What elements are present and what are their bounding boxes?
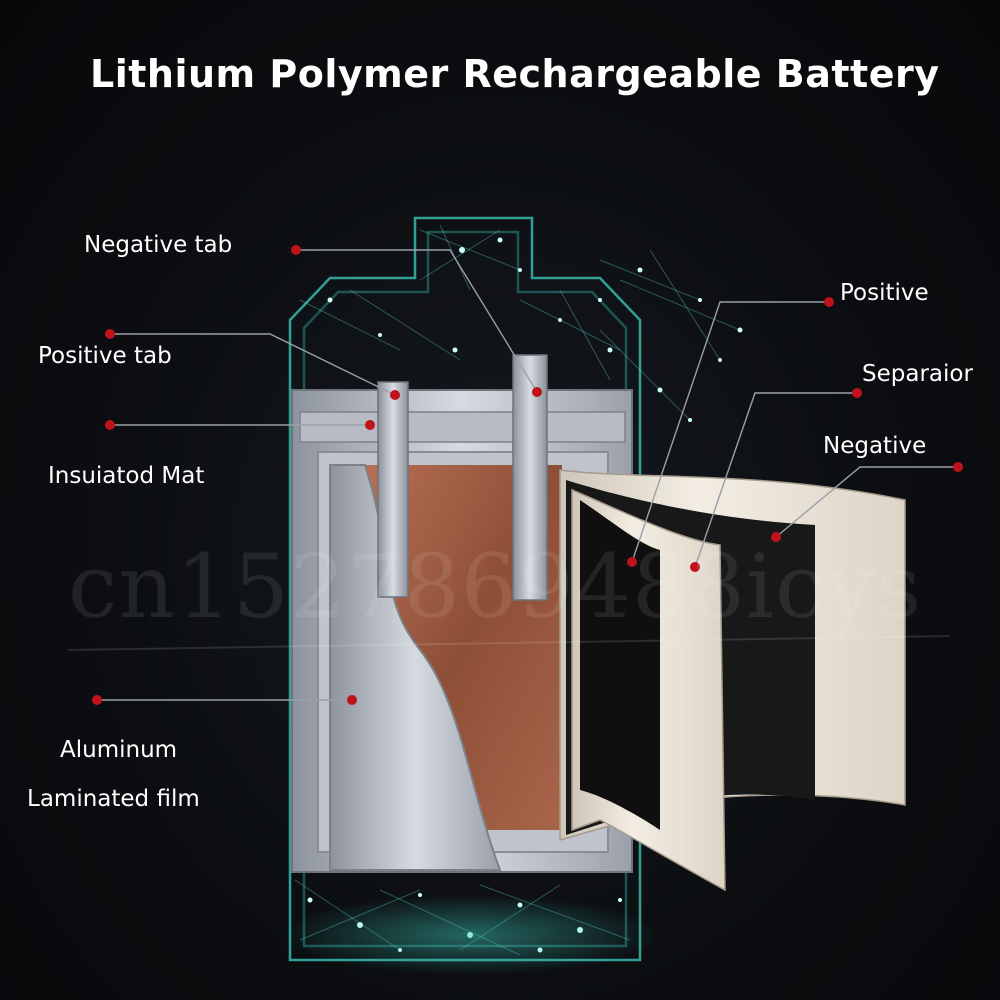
negative-tab — [512, 354, 548, 601]
label-aluminum: Aluminum — [60, 737, 178, 763]
marker-aluminum-target — [347, 695, 357, 705]
label-laminated-film: Laminated film — [27, 786, 200, 812]
leader-lines — [97, 249, 958, 701]
label-positive: Positive — [840, 280, 929, 306]
marker-positive — [824, 297, 834, 307]
marker-negative — [953, 462, 963, 472]
insulated-mat-strip — [299, 411, 626, 443]
marker-negative-tab — [291, 245, 301, 255]
marker-positive-tab-target — [390, 390, 400, 400]
marker-insulated-mat-target — [365, 420, 375, 430]
marker-positive-target — [627, 557, 637, 567]
marker-separator — [852, 388, 862, 398]
marker-aluminum — [92, 695, 102, 705]
bottom-glow — [280, 895, 660, 975]
positive-electrode-sheet — [580, 500, 660, 830]
marker-negative-tab-target — [532, 387, 542, 397]
diagram-title: Lithium Polymer Rechargeable Battery — [90, 52, 940, 96]
label-negative: Negative — [823, 433, 927, 459]
marker-insulated-mat — [105, 420, 115, 430]
label-separator: Separaior — [862, 361, 973, 387]
watermark-underline — [67, 635, 951, 651]
label-insulated-mat: Insuiatod Mat — [48, 463, 205, 489]
marker-positive-tab — [105, 329, 115, 339]
watermark: cn1527869488icys — [68, 535, 923, 638]
label-negative-tab: Negative tab — [84, 232, 233, 258]
marker-separator-target — [690, 562, 700, 572]
marker-negative-target — [771, 532, 781, 542]
marker-dots — [92, 245, 963, 705]
positive-tab — [377, 381, 409, 598]
label-positive-tab: Positive tab — [38, 343, 172, 369]
